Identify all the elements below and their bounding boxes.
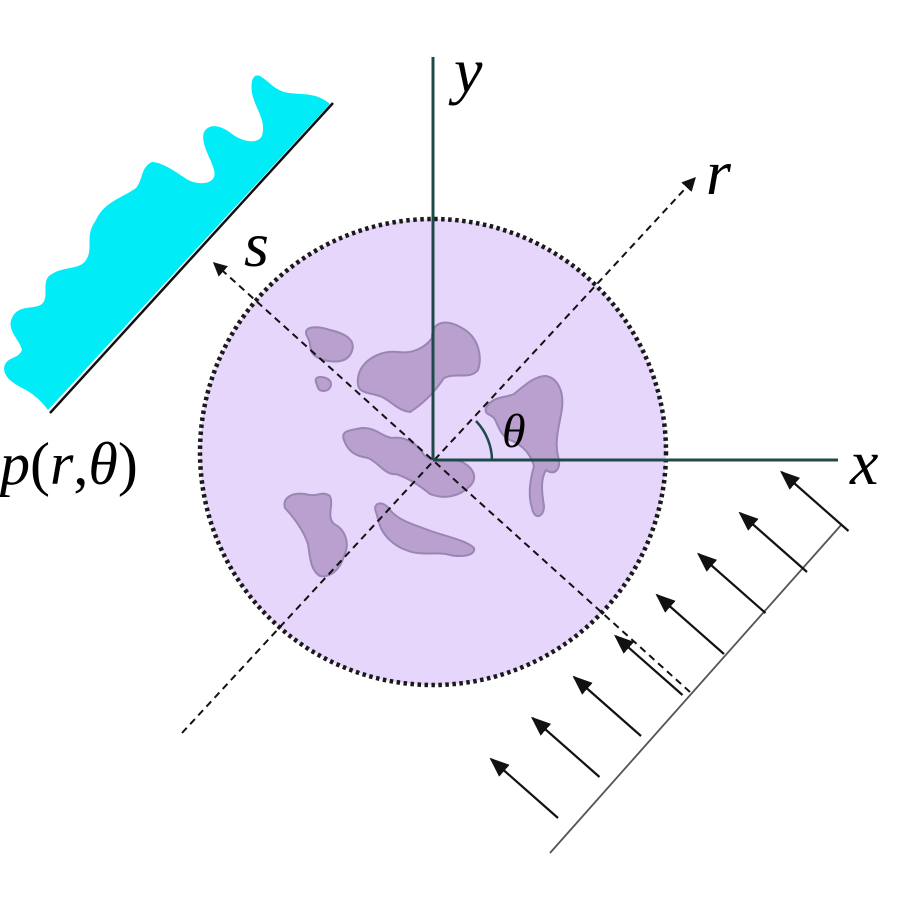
projection-label-open: ( xyxy=(30,431,50,497)
beam-ray-3 xyxy=(572,675,642,737)
projection-label: p(r,θ) xyxy=(0,431,138,497)
blob-7 xyxy=(484,374,564,517)
projection-label-theta: θ xyxy=(88,431,117,497)
projection-profile xyxy=(4,75,330,411)
x-axis-label: x xyxy=(849,427,878,498)
beam-ray-7 xyxy=(738,511,808,573)
beam-rays xyxy=(489,470,850,819)
beam-ray-4 xyxy=(614,634,684,696)
beam-ray-5 xyxy=(655,593,725,655)
beam-ray-2 xyxy=(531,716,601,778)
blob-5 xyxy=(283,492,348,578)
angle-arc xyxy=(475,420,494,461)
beam-ray-1 xyxy=(489,757,559,819)
angle-label: θ xyxy=(502,405,526,458)
blob-3 xyxy=(356,321,481,414)
beam-ray-6 xyxy=(697,552,767,614)
s-axis-line xyxy=(212,262,691,693)
r-axis-label: r xyxy=(706,137,732,208)
blob-6 xyxy=(374,502,476,557)
s-axis-label: s xyxy=(244,209,269,280)
object-features xyxy=(283,321,564,578)
blob-2 xyxy=(314,376,332,393)
r-axis-line xyxy=(181,176,696,734)
projection-baseline xyxy=(49,102,334,414)
beam-source-line xyxy=(549,523,843,854)
projection-label-comma: , xyxy=(73,431,88,497)
projection-label-p: p xyxy=(0,431,30,497)
y-axis-label: y xyxy=(448,35,483,106)
blob-4 xyxy=(342,426,476,498)
projection-label-close: ) xyxy=(118,431,138,497)
beam-ray-8 xyxy=(780,470,850,532)
projection-label-r: r xyxy=(50,431,74,497)
